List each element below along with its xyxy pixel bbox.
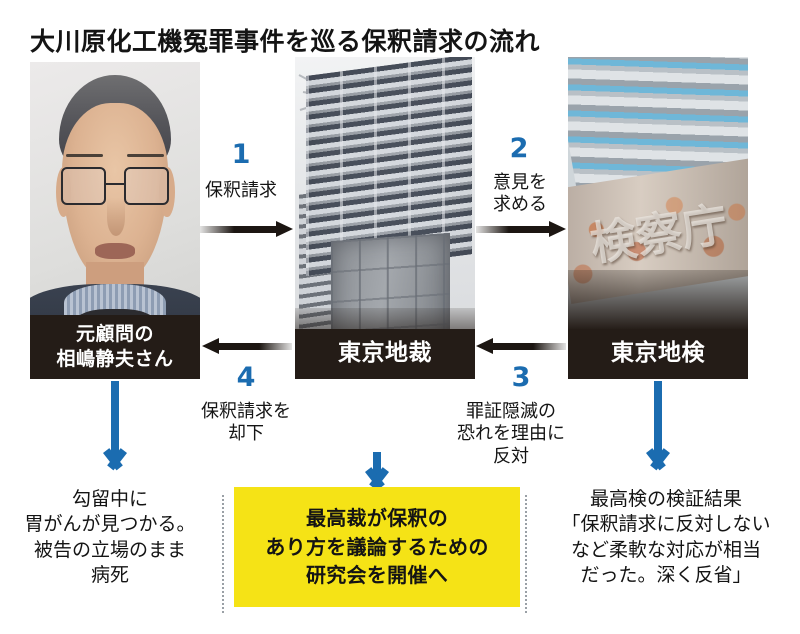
step-4-label: 保釈請求を 却下 [201, 401, 291, 445]
step-4-arrow [202, 338, 292, 354]
caption-line-2: 相嶋静夫さん [56, 347, 174, 370]
outcome-highlight-box: 最高裁が保釈の あり方を議論するための 研究会を開催へ [234, 487, 520, 607]
outcome-arrow-center [364, 452, 390, 492]
divider-right [525, 495, 527, 613]
outcome-text-right: 最高検の検証結果 「保釈請求に反対しない など柔軟な対応が相当 だった。深く反省… [561, 488, 771, 587]
prosecutors-office-photo: 検察庁 [568, 57, 748, 379]
step-3-label: 罪証隠滅の 恐れを理由に 反対 [457, 401, 565, 467]
photo-card-court: 東京地裁 [295, 57, 475, 379]
outcome-text-left: 勾留中に 胃がんが見つかる。 被告の立場のまま 病死 [24, 488, 196, 587]
eyeglasses-icon [60, 166, 170, 205]
caption-line-1: 元顧問の [75, 323, 154, 346]
step-2-label: 意見を 求める [493, 172, 547, 216]
step-3-arrow [476, 338, 566, 354]
page-title: 大川原化工機冤罪事件を巡る保釈請求の流れ [30, 27, 541, 56]
outcome-arrow-left [102, 381, 128, 473]
photo-caption-court: 東京地裁 [295, 328, 475, 379]
photo-card-person: 元顧問の 相嶋静夫さん [30, 62, 200, 379]
step-2-arrow [476, 221, 566, 237]
photo-card-prosecutors: 検察庁 東京地検 [568, 57, 748, 379]
step-1-number: 1 [231, 139, 251, 170]
photo-caption-person: 元顧問の 相嶋静夫さん [30, 315, 200, 379]
step-2-number: 2 [509, 133, 529, 164]
step-1-arrow [200, 221, 293, 237]
step-3-number: 3 [511, 362, 531, 393]
step-4-number: 4 [236, 362, 256, 393]
step-1-label: 保釈請求 [205, 180, 277, 201]
outcome-arrow-right [645, 381, 671, 473]
divider-left [222, 495, 224, 613]
photo-caption-prosecutors: 東京地検 [568, 328, 748, 379]
